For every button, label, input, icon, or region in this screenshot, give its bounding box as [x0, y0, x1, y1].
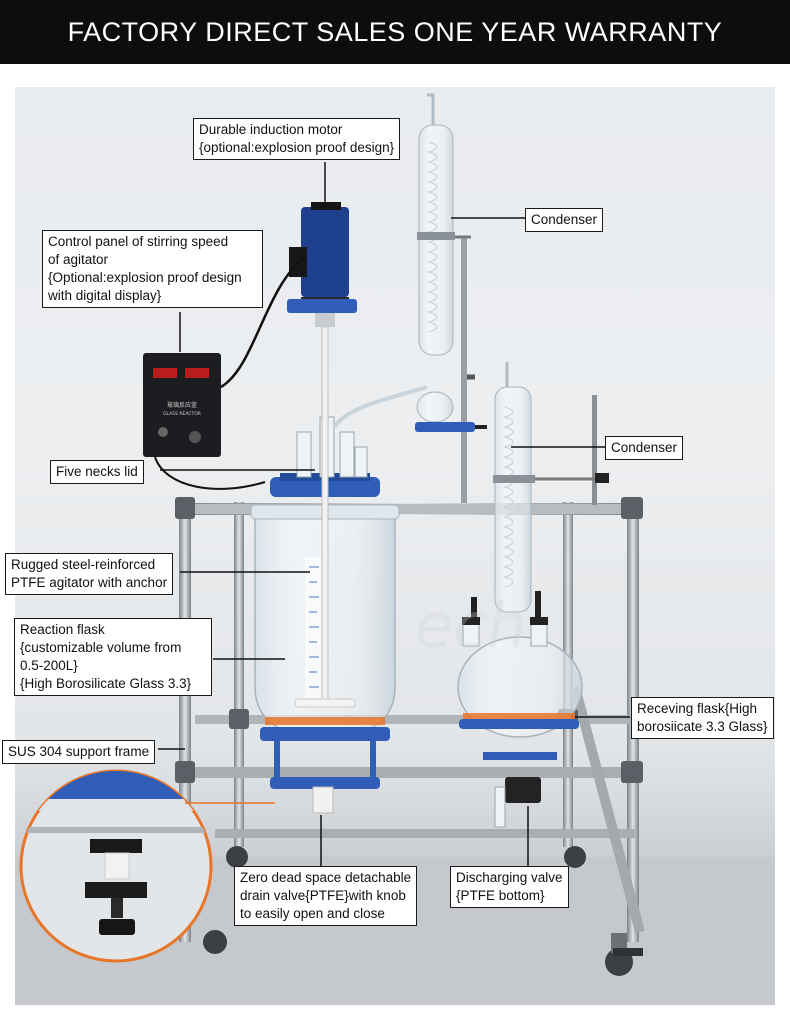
leader-lines [158, 162, 630, 866]
watermark: ech [415, 589, 527, 662]
label-condenser-top: Condenser [525, 208, 604, 232]
top-condenser [333, 93, 487, 432]
label-support-frame: SUS 304 support frame [2, 740, 156, 764]
induction-motor [287, 202, 357, 327]
control-panel: 玻璃反应釜 GLASS REACTOR [143, 256, 306, 490]
banner-text: FACTORY DIRECT SALES ONE YEAR WARRANTY [67, 16, 723, 47]
reaction-flask [250, 326, 400, 814]
label-motor: Durable induction motor {optional:explos… [193, 118, 401, 160]
label-agitator: Rugged steel-reinforced PTFE agitator wi… [5, 553, 174, 595]
label-control-panel: Control panel of stirring speed of agita… [42, 230, 263, 308]
label-discharging-valve: Discharging valve {PTFE bottom} [450, 866, 569, 908]
product-photo: 玻璃反应釜 GLASS REACTOR [15, 87, 775, 1005]
label-five-necks-lid: Five necks lid [50, 460, 144, 484]
label-condenser-right: Condenser [605, 436, 684, 460]
panel-brand-text: 玻璃反应釜 [167, 401, 197, 409]
reactor-illustration: 玻璃反应釜 GLASS REACTOR [15, 93, 775, 1005]
receiving-flask [457, 362, 609, 828]
label-reaction-flask: Reaction flask {customizable volume from… [14, 618, 212, 696]
top-banner: FACTORY DIRECT SALES ONE YEAR WARRANTY [0, 0, 790, 64]
panel-sub-text: GLASS REACTOR [163, 411, 201, 417]
label-drain-valve: Zero dead space detachable drain valve{P… [234, 866, 418, 926]
label-receiving-flask: Receving flask{High borosiicate 3.3 Glas… [631, 697, 774, 739]
